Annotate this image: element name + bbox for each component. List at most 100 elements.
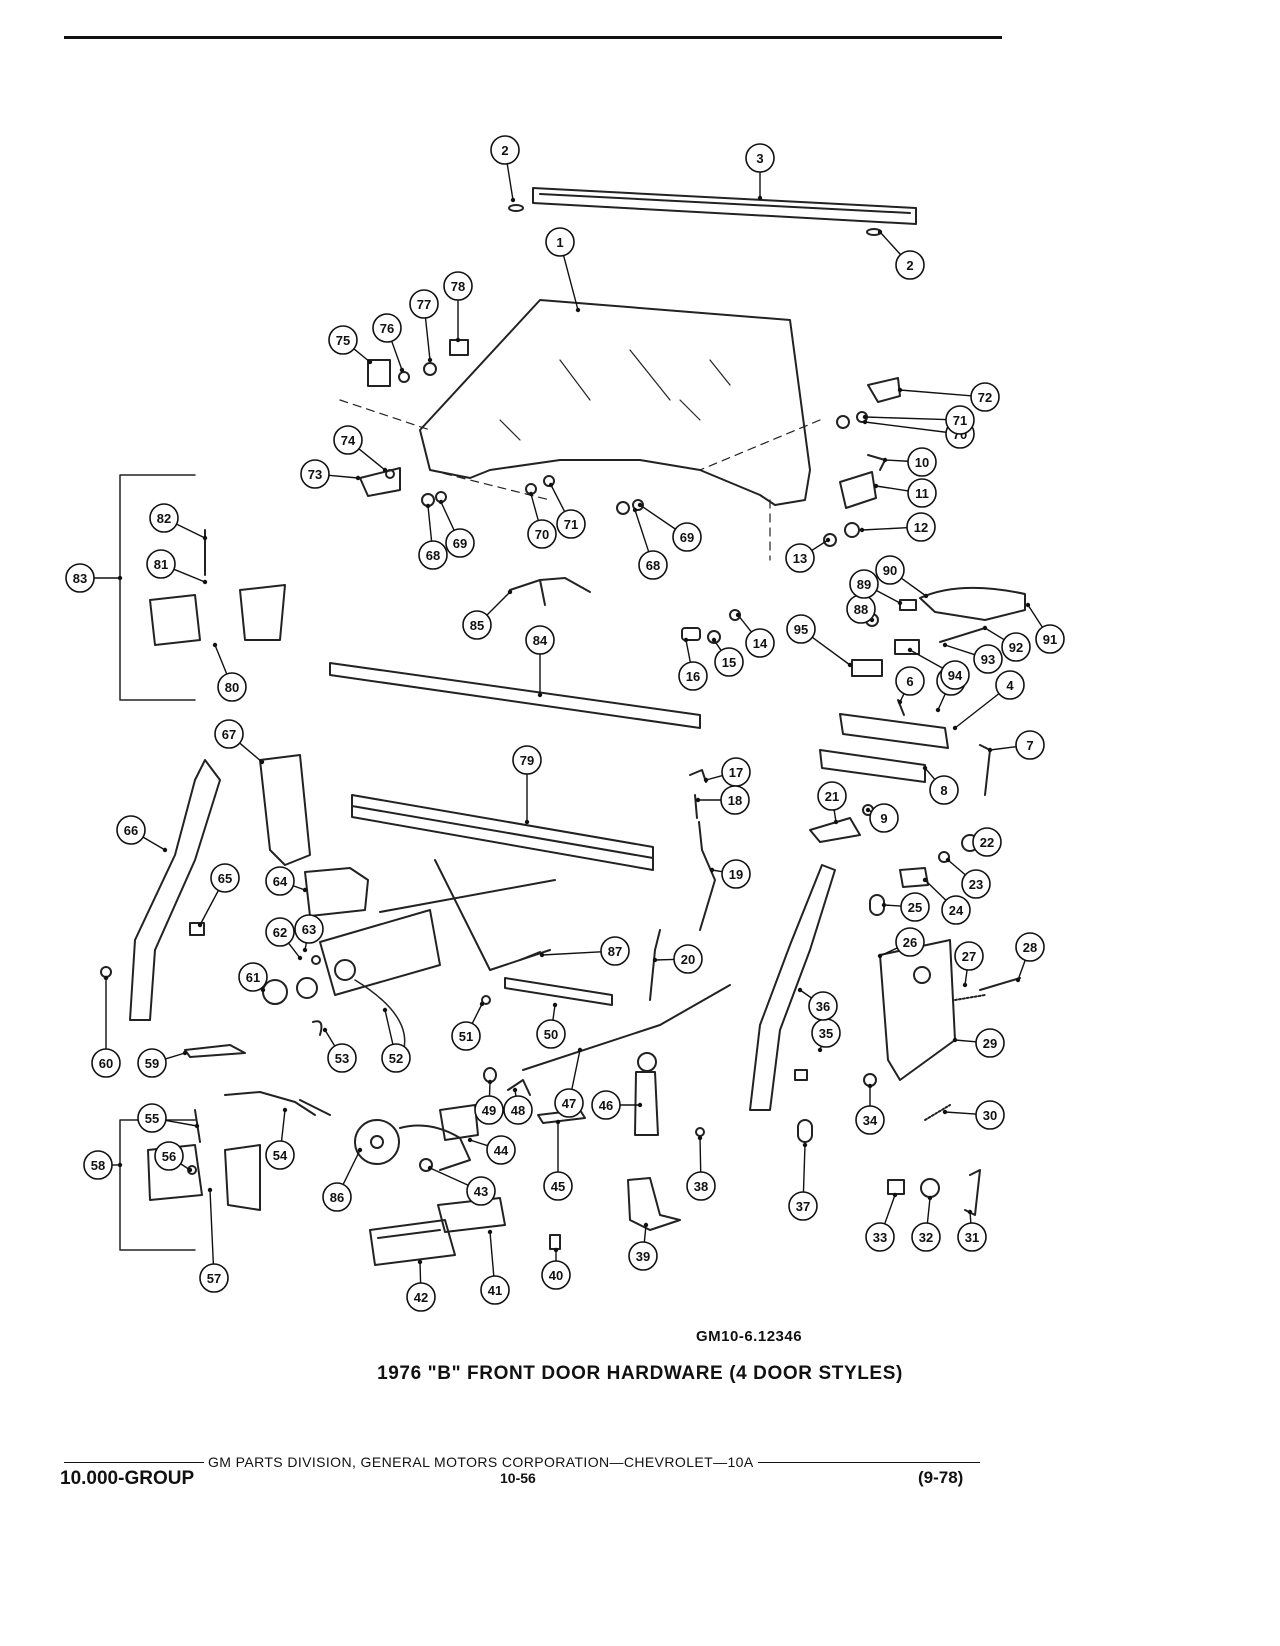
callout-arrowhead (528, 491, 534, 497)
callout-leader-line (165, 1119, 198, 1127)
callout-number: 20 (681, 952, 695, 967)
diagram-code: GM10-6.12346 (696, 1328, 803, 1345)
callout-leader-line (964, 969, 968, 986)
callout-bubble (591, 1090, 621, 1120)
callout-number: 55 (145, 1111, 159, 1126)
callout-arrowhead (632, 507, 638, 513)
callout-arrowhead (867, 1083, 873, 1089)
callout-leader-line (199, 890, 220, 926)
callout-number: 32 (919, 1230, 933, 1245)
callout-leader-line (471, 1003, 483, 1024)
callout-arrowhead (524, 819, 530, 825)
callout-number: 64 (273, 874, 288, 889)
callout-bubble (210, 863, 240, 893)
callout-number: 71 (564, 517, 578, 532)
callout-arrowhead (510, 197, 516, 203)
callout-number: 24 (949, 903, 964, 918)
callout-leader-line (488, 1081, 491, 1097)
callout-bubble (238, 962, 268, 992)
callout-number: 40 (549, 1268, 563, 1283)
callout-bubble (300, 459, 330, 489)
part-washer (508, 204, 524, 212)
callout-arrowhead (302, 887, 308, 893)
callout-number: 75 (336, 333, 350, 348)
callout-arrowhead (927, 1195, 933, 1201)
callout-bubble (91, 1048, 121, 1078)
callout-leader-line (530, 493, 539, 521)
callout-arrowhead (162, 847, 168, 853)
callout-bubble (865, 1222, 895, 1252)
callout-leader-line (424, 317, 431, 361)
callout-bubble (745, 628, 775, 658)
callout-bubble (265, 866, 295, 896)
callout-number: 80 (225, 680, 239, 695)
callout-bubble (970, 382, 1000, 412)
callout-arrowhead (711, 637, 717, 643)
callout-arrowhead (539, 952, 545, 958)
callout-bubble (672, 522, 702, 552)
callout-bubble (900, 892, 930, 922)
callout-arrowhead (987, 747, 993, 753)
callout-bubble (333, 425, 363, 455)
callout-bubble (895, 250, 925, 280)
callout-leader-line (884, 459, 909, 462)
callout-bubble (855, 1105, 885, 1135)
callout-leader-line (419, 1261, 422, 1284)
callout-bubble (788, 1191, 818, 1221)
callout-bubble (217, 672, 247, 702)
callout-bubble (554, 1088, 584, 1118)
callout-leader-line (899, 389, 972, 397)
callout-leader-line (879, 231, 902, 256)
callout-number: 15 (722, 655, 736, 670)
callout-number: 37 (796, 1199, 810, 1214)
callout-bubble (957, 1222, 987, 1252)
callout-leader-line (562, 255, 579, 311)
part-door-lock (879, 939, 956, 1081)
callout-arrowhead (825, 537, 831, 543)
callout-number: 11 (915, 486, 929, 501)
callout-leader-line (705, 774, 723, 781)
callout-bubble (875, 555, 905, 585)
callout-leader-line (900, 577, 927, 597)
callout-number: 74 (341, 433, 356, 448)
callout-number: 89 (857, 577, 871, 592)
callout-leader-line (1017, 959, 1026, 981)
callout-bubble (545, 227, 575, 257)
part-outside-pull-handle (919, 586, 1026, 621)
callout-bubble (721, 859, 751, 889)
callout-bubble (911, 1222, 941, 1252)
callout-number: 38 (694, 1179, 708, 1194)
callout-arrowhead (355, 475, 361, 481)
callout-leader-line (861, 527, 908, 531)
callout-bubble (940, 660, 970, 690)
callout-leader-line (165, 1052, 186, 1060)
callout-bubble (525, 625, 555, 655)
callout-number: 51 (459, 1029, 473, 1044)
callout-arrowhead (797, 987, 803, 993)
part-rod (522, 984, 731, 1071)
callout-leader-line (737, 614, 752, 633)
callout-bubble (895, 927, 925, 957)
callout-number: 77 (417, 297, 431, 312)
callout-leader-line (954, 1039, 977, 1043)
callout-bubble (995, 670, 1025, 700)
callout-number: 65 (218, 871, 232, 886)
callout-bubble (381, 1043, 411, 1073)
callout-arrowhead (683, 637, 689, 643)
callout-bubble (975, 1028, 1005, 1058)
callout-arrowhead (357, 1147, 363, 1153)
callout-number: 88 (854, 602, 868, 617)
callout-number: 28 (1023, 940, 1037, 955)
callout-bubble (541, 1260, 571, 1290)
callout-arrowhead (117, 1162, 123, 1168)
part-front-guide-channel (129, 759, 221, 1021)
callout-bubble (149, 503, 179, 533)
callout-arrowhead (577, 1047, 583, 1053)
callout-leader-line (429, 1167, 469, 1186)
callout-arrowhead (207, 1187, 213, 1193)
part-lower-sash-rail (329, 662, 701, 729)
callout-arrowhead (637, 502, 643, 508)
callout-arrowhead (859, 527, 865, 533)
callout-number: 63 (302, 922, 316, 937)
